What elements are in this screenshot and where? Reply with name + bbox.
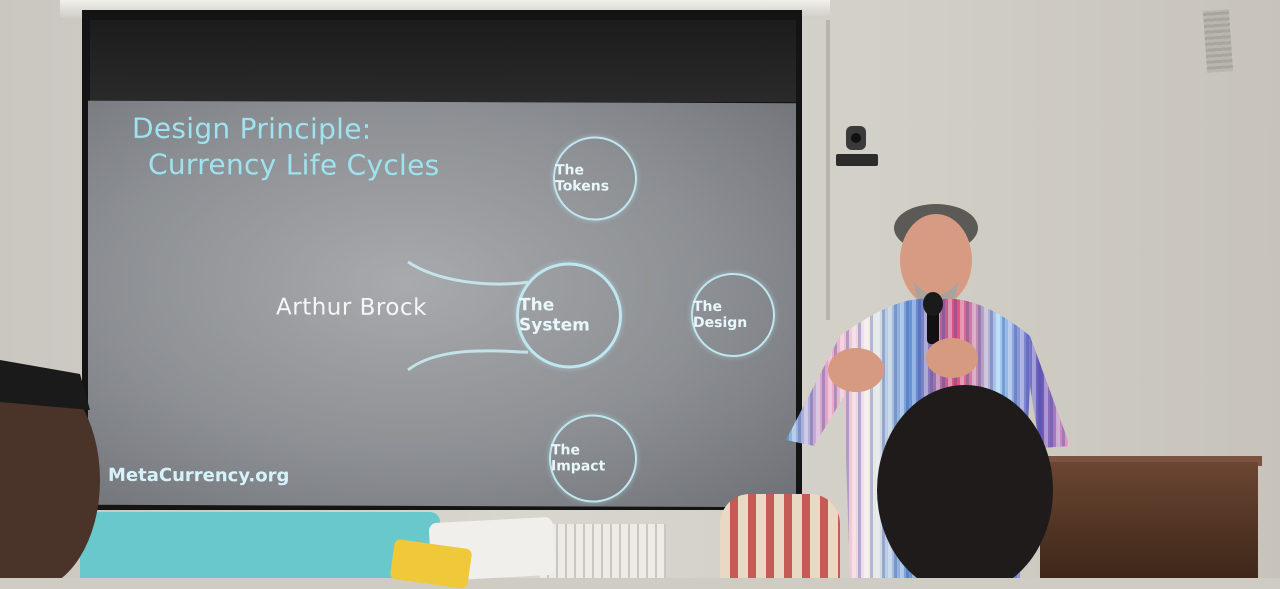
slide-title-line2: Currency Life Cycles bbox=[148, 147, 440, 182]
slide-title-line1: Design Principle: bbox=[132, 111, 372, 146]
wall-vent bbox=[1202, 9, 1234, 73]
slide-connector-curves bbox=[407, 260, 529, 372]
audience-head-left bbox=[0, 360, 100, 578]
sideboard-top bbox=[1036, 456, 1262, 466]
wall-cable bbox=[826, 20, 830, 320]
presenter-name: Arthur Brock bbox=[276, 294, 427, 321]
slide-footer-url: MetaCurrency.org bbox=[108, 464, 290, 487]
presentation-slide: Design Principle: Currency Life Cycles A… bbox=[88, 100, 796, 508]
node-the-tokens: The Tokens bbox=[553, 136, 637, 221]
audience-head-right bbox=[877, 385, 1053, 578]
node-the-design: The Design bbox=[691, 272, 775, 358]
ceiling-camera-icon bbox=[836, 126, 878, 166]
sofa bbox=[80, 512, 440, 578]
node-the-system: The System bbox=[516, 262, 622, 369]
radiator bbox=[540, 524, 666, 578]
node-the-impact: The Impact bbox=[549, 414, 637, 503]
slide-title: Design Principle: Currency Life Cycles bbox=[132, 111, 440, 184]
screen-top-band bbox=[90, 20, 796, 102]
sideboard bbox=[1040, 462, 1258, 578]
striped-armchair bbox=[720, 494, 840, 578]
